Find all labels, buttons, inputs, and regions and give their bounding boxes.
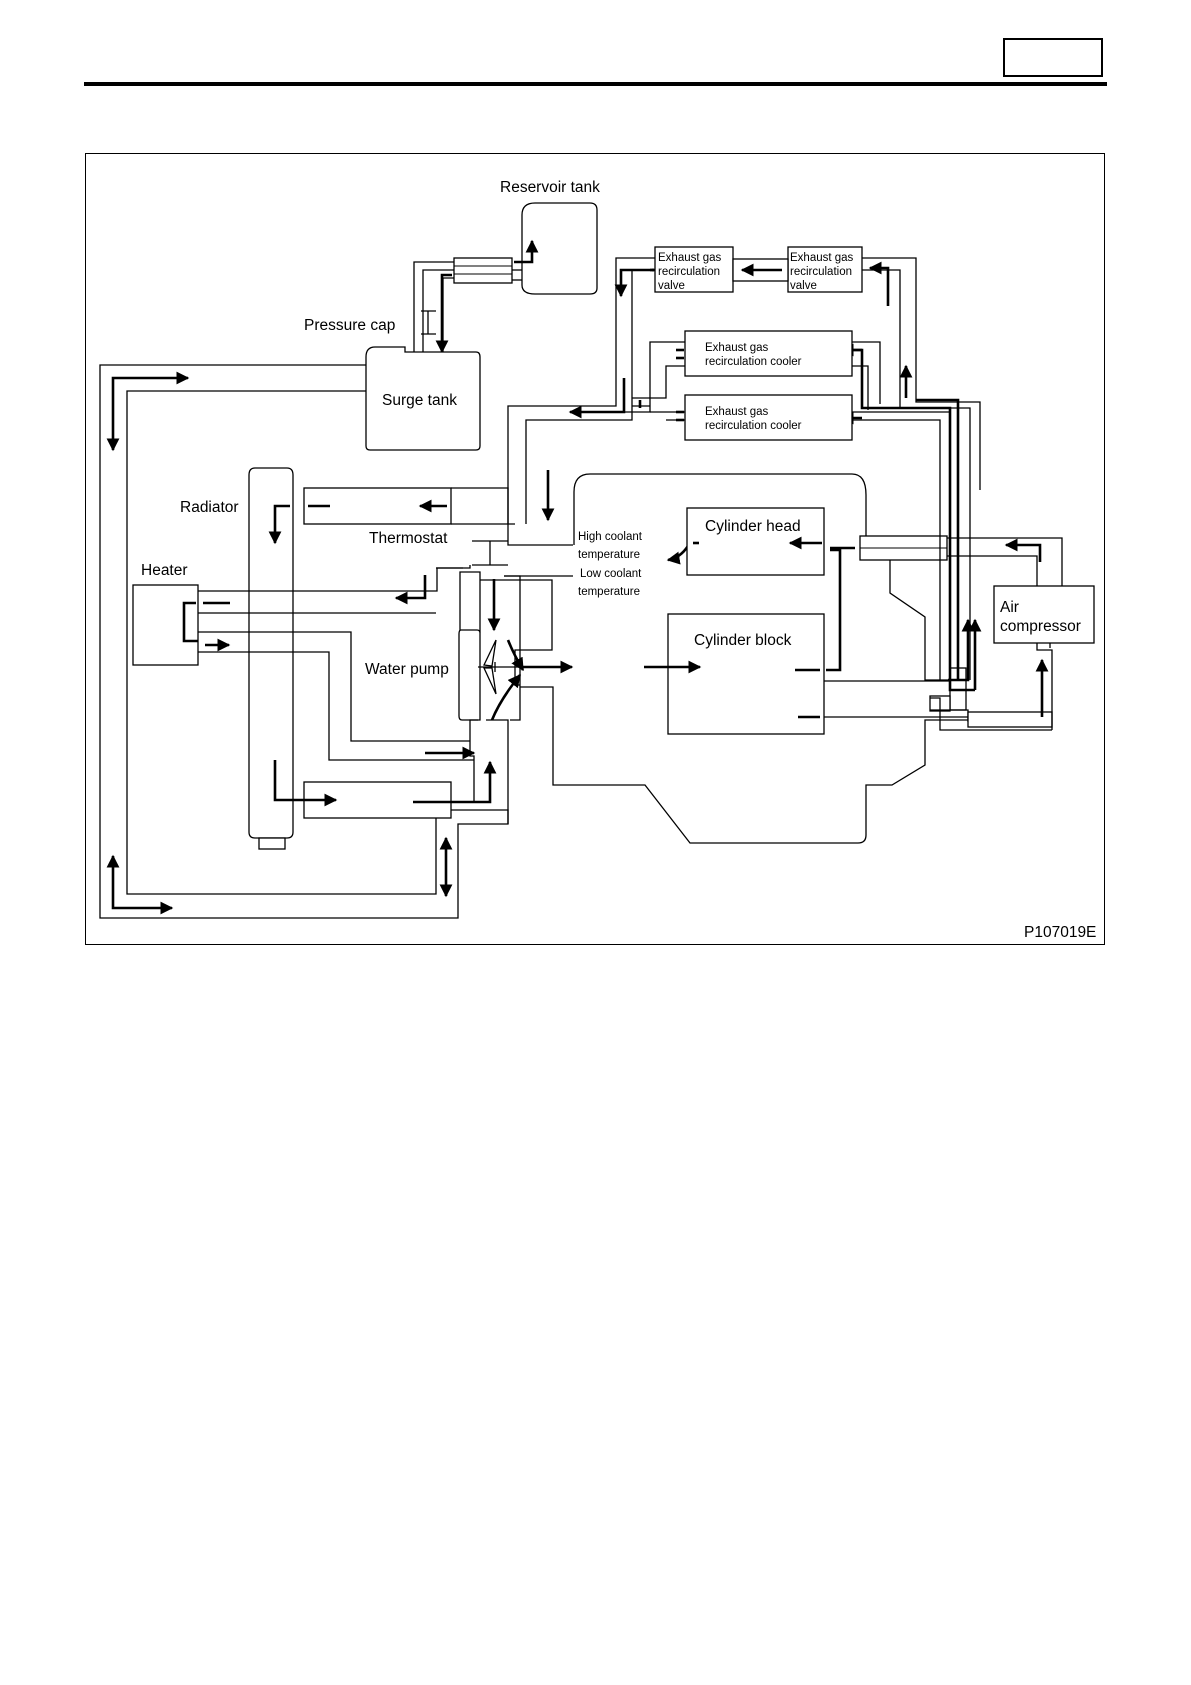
surge-tank-label: Surge tank <box>382 392 457 409</box>
egr-cooler-lower: Exhaust gas recirculation cooler <box>684 394 853 441</box>
overflow-fitting <box>413 239 539 354</box>
radiator-label: Radiator <box>180 499 239 516</box>
cylinder-head: Cylinder head <box>686 507 825 576</box>
low-coolant-temp-line1: Low coolant <box>580 568 642 580</box>
low-coolant-temp-line2: temperature <box>578 586 640 598</box>
figure-id: P107019E <box>1024 924 1096 941</box>
reservoir-tank-label: Reservoir tank <box>500 179 600 196</box>
egr-valve-right-line1: Exhaust gas <box>790 252 854 264</box>
egr-valve-link <box>732 258 789 282</box>
water-pump: Water pump <box>365 571 975 844</box>
thermostat: Thermostat <box>369 487 573 577</box>
heater-label: Heater <box>141 562 188 579</box>
water-pump-label: Water pump <box>365 661 449 678</box>
egr-cooler-lower-line2: recirculation cooler <box>705 420 802 432</box>
egr-valve-left-line2: recirculation <box>658 266 720 278</box>
air-compressor-label-line1: Air <box>1000 599 1019 616</box>
egr-valve-right-line2: recirculation <box>790 266 852 278</box>
cylinder-head-label: Cylinder head <box>705 518 801 535</box>
heater: Heater <box>132 562 474 761</box>
egr-valve-left-line1: Exhaust gas <box>658 252 722 264</box>
pressure-cap: Pressure cap <box>304 310 436 335</box>
cylinder-block: Cylinder block <box>644 548 842 735</box>
thermostat-flow-labels: High coolant temperature Low coolant tem… <box>578 531 690 598</box>
egr-cooler-upper-line1: Exhaust gas <box>705 342 769 354</box>
egr-valve-right-line3: valve <box>790 280 817 292</box>
header-rule <box>84 82 1107 86</box>
egr-valve-left: Exhaust gas recirculation valve <box>654 246 734 293</box>
diagram-frame <box>85 153 1105 945</box>
pressure-cap-label: Pressure cap <box>304 317 395 334</box>
reservoir-tank: Reservoir tank <box>500 179 600 295</box>
high-coolant-temp-line2: temperature <box>578 549 640 561</box>
egr-piping <box>507 257 982 692</box>
egr-valve-right: Exhaust gas recirculation valve <box>787 246 863 293</box>
thermostat-label: Thermostat <box>369 530 448 547</box>
cylinder-block-label: Cylinder block <box>694 632 792 649</box>
engine-outline <box>573 473 950 681</box>
air-compressor-label-line2: compressor <box>1000 618 1081 635</box>
radiator: Radiator <box>180 467 452 850</box>
egr-cooler-upper: Exhaust gas recirculation cooler <box>684 330 853 377</box>
surge-tank: Surge tank <box>365 346 481 451</box>
coolant-manifold <box>824 535 1053 731</box>
egr-valve-left-line3: valve <box>658 280 685 292</box>
impeller-icon <box>478 639 520 695</box>
egr-cooler-upper-line2: recirculation cooler <box>705 356 802 368</box>
high-coolant-temp-line1: High coolant <box>578 531 643 543</box>
air-compressor: Air compressor <box>947 537 1095 730</box>
egr-cooler-lower-line1: Exhaust gas <box>705 406 769 418</box>
page-code-box <box>1003 38 1103 77</box>
